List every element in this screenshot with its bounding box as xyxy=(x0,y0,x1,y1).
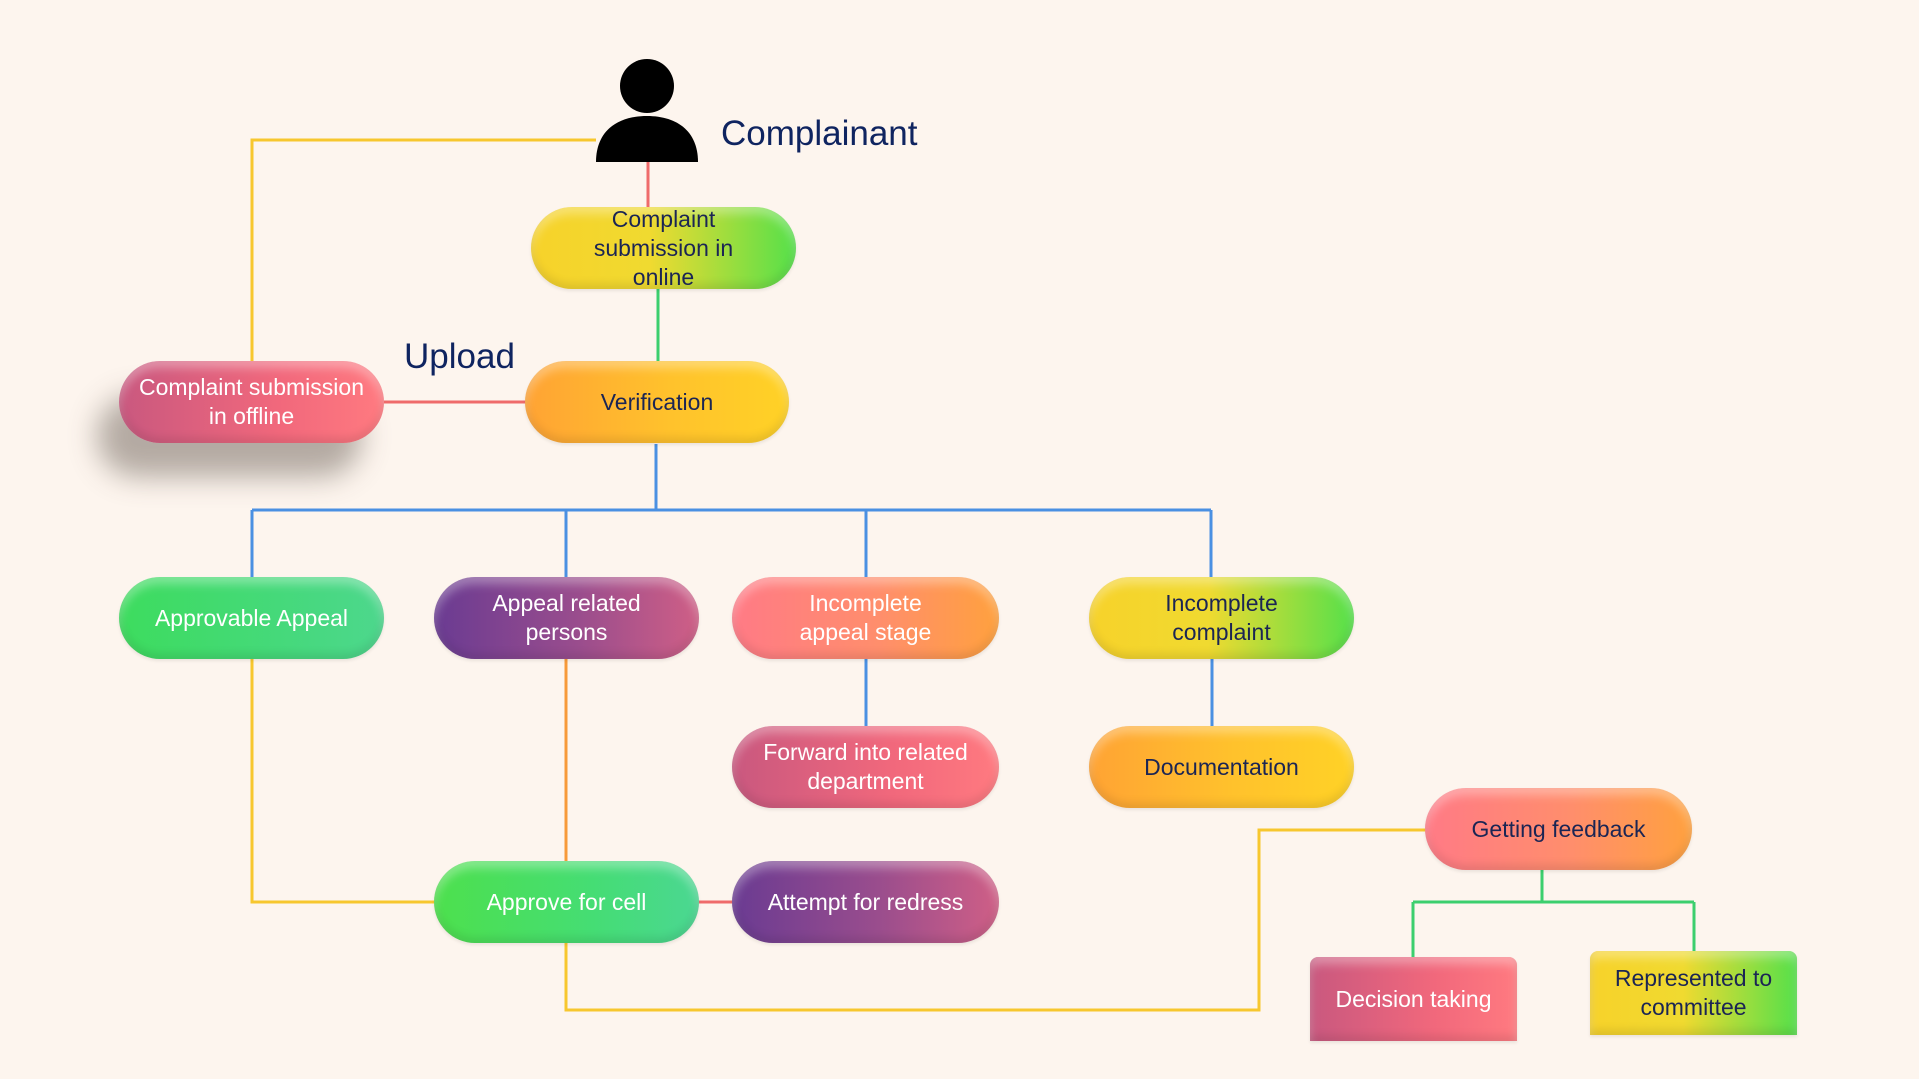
node-verification[interactable]: Verification xyxy=(525,361,789,443)
connector-approvable-cell xyxy=(250,658,436,904)
node-forward-department[interactable]: Forward into related department xyxy=(732,726,999,808)
node-approve-for-cell[interactable]: Approve for cell xyxy=(434,861,699,943)
person-icon xyxy=(596,59,698,162)
node-decision-taking[interactable]: Decision taking xyxy=(1310,957,1517,1041)
connector-complainant-offline xyxy=(250,138,596,362)
node-approvable-appeal[interactable]: Approvable Appeal xyxy=(119,577,384,659)
node-getting-feedback[interactable]: Getting feedback xyxy=(1425,788,1692,870)
node-appeal-related-persons[interactable]: Appeal related persons xyxy=(434,577,699,659)
node-complaint-offline[interactable]: Complaint submission in offline xyxy=(119,361,384,443)
node-complaint-online[interactable]: Complaint submission in online xyxy=(531,206,796,290)
upload-label: Upload xyxy=(404,337,515,376)
node-incomplete-appeal-stage[interactable]: Incomplete appeal stage xyxy=(732,577,999,659)
node-represented-committee[interactable]: Represented to committee xyxy=(1590,951,1797,1035)
node-attempt-for-redress[interactable]: Attempt for redress xyxy=(732,861,999,943)
connector-cell-feedback xyxy=(564,828,1426,1012)
node-documentation[interactable]: Documentation xyxy=(1089,726,1354,808)
node-incomplete-complaint[interactable]: Incomplete complaint xyxy=(1089,577,1354,659)
actor-label: Complainant xyxy=(721,114,918,153)
